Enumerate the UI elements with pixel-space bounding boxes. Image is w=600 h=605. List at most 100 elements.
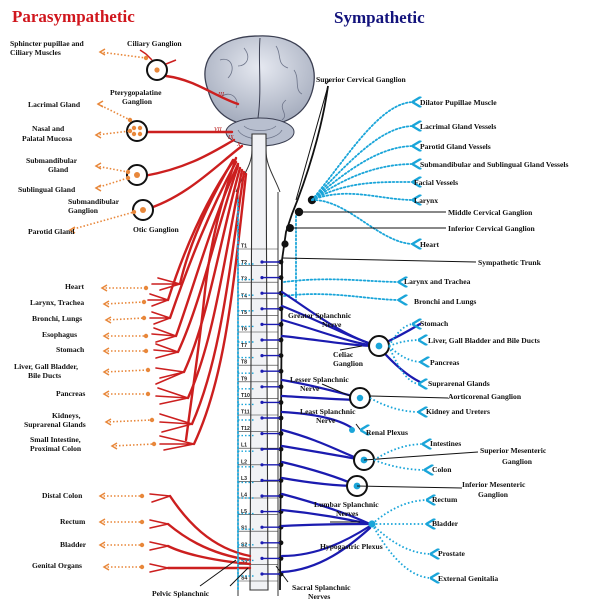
label-submandibular-ganglion-2: Ganglion bbox=[68, 206, 99, 215]
label-least-splanchnic-1: Least Splanchnic bbox=[300, 407, 356, 416]
label-inferior-cervical: Inferior Cervical Ganglion bbox=[448, 224, 536, 233]
target-arrow-head bbox=[98, 541, 106, 549]
target-arrow-head bbox=[98, 492, 106, 500]
spinal-segment-label: T9 bbox=[241, 376, 247, 382]
target-arrow-head bbox=[102, 347, 110, 355]
label-bronchi: Bronchi, Lungs bbox=[32, 314, 82, 323]
cranial-nerve-x: X bbox=[236, 142, 241, 148]
dotted-branch bbox=[311, 146, 414, 201]
label-parotid: Parotid Gland bbox=[28, 227, 75, 236]
chain-ganglion bbox=[278, 306, 284, 312]
chain-ganglion bbox=[278, 462, 284, 468]
cranial-nerve-iii: III bbox=[217, 92, 225, 98]
target-arrow-head bbox=[98, 518, 106, 526]
sympathetic-dotted-branches bbox=[237, 102, 414, 591]
chain-ganglion bbox=[278, 540, 284, 546]
ramus-node bbox=[260, 291, 264, 295]
target-arrow-head bbox=[100, 284, 108, 292]
label-pancreas-sym: Pancreas bbox=[430, 358, 459, 367]
parasympathetic-nerves bbox=[138, 74, 252, 570]
label-sphincter-1: Sphincter pupillae and bbox=[10, 39, 84, 48]
label-least-splanchnic-2: Nerve bbox=[316, 416, 336, 425]
target-arrow-line bbox=[105, 317, 145, 321]
parasympathetic-labels: Sphincter pupillae and Ciliary Muscles C… bbox=[10, 39, 210, 598]
pterygopalatine-ganglion bbox=[126, 120, 148, 142]
target-arrow-line bbox=[103, 369, 149, 373]
label-celiac-2: Ganglion bbox=[333, 359, 364, 368]
renal-plexus bbox=[349, 427, 355, 433]
sympathetic-labels: Superior Cervical Ganglion Dilator Pupil… bbox=[288, 75, 568, 601]
spinal-segment-labels: T1T2T3T4T5T6T7T8T9T10T11T12L1L2L3L4L5S1S… bbox=[241, 244, 250, 582]
label-sympathetic-trunk: Sympathetic Trunk bbox=[478, 258, 542, 267]
label-kidney: Kidney and Ureters bbox=[426, 407, 490, 416]
target-arrow-source bbox=[127, 117, 133, 123]
label-esophagus: Esophagus bbox=[42, 330, 77, 339]
label-lesser-splanchnic-2: Nerve bbox=[300, 384, 320, 393]
target-arrow-line bbox=[111, 443, 155, 447]
label-small-intestine-2: Proximal Colon bbox=[30, 444, 82, 453]
parasympathetic-title: Parasympathetic bbox=[12, 7, 135, 26]
ramus-node bbox=[260, 447, 264, 451]
target-arrow-source bbox=[139, 519, 145, 525]
label-superior-mesenteric-1: Superior Mesenteric bbox=[480, 446, 547, 455]
sympathetic-title: Sympathetic bbox=[334, 8, 425, 27]
dotted-branch bbox=[311, 199, 414, 244]
ramus-node bbox=[260, 385, 264, 389]
chain-ganglion bbox=[278, 275, 284, 280]
label-colon: Colon bbox=[432, 465, 452, 474]
chain-ganglion bbox=[278, 400, 284, 405]
spinal-segment-label: L2 bbox=[241, 459, 247, 465]
label-external-genitalia: External Genitalia bbox=[438, 574, 498, 583]
submandibular-ganglion bbox=[126, 164, 148, 186]
label-nasal-2: Palatal Mucosa bbox=[22, 134, 72, 143]
target-arrow-source bbox=[125, 169, 131, 175]
target-arrow-head bbox=[102, 368, 110, 376]
label-greater-splanchnic-1: Greater Splanchnic bbox=[288, 311, 352, 320]
label-stomach: Stomach bbox=[56, 345, 85, 354]
aorticorenal-ganglion bbox=[349, 387, 371, 409]
label-bladder: Bladder bbox=[60, 540, 87, 549]
target-arrow-line bbox=[99, 51, 147, 59]
label-lacrimal-gland: Lacrimal Gland bbox=[28, 100, 81, 109]
brain bbox=[204, 35, 315, 147]
target-arrow-source bbox=[143, 55, 149, 61]
cranial-nerve-vii: VII bbox=[214, 127, 223, 133]
target-arrow-head bbox=[94, 131, 102, 139]
label-sacral-splanchnic-2: Nerves bbox=[308, 592, 330, 600]
label-submandibular-vessels: Submandibular and Sublingual Gland Vesse… bbox=[420, 160, 568, 169]
target-arrow-head bbox=[104, 418, 112, 426]
spinal-segment-label: T8 bbox=[241, 360, 247, 366]
target-arrow-source bbox=[143, 333, 149, 339]
ramus-node bbox=[260, 322, 264, 326]
target-arrow-head bbox=[102, 332, 110, 340]
label-small-intestine-1: Small Intestine, bbox=[30, 435, 81, 444]
target-arrow-head bbox=[98, 48, 106, 56]
target-arrow-line bbox=[105, 419, 153, 423]
label-pelvic-splanchnic: Pelvic Splanchnic bbox=[152, 589, 210, 598]
label-lumbar-splanchnic-2: Nerves bbox=[336, 509, 358, 518]
label-lesser-splanchnic-1: Lesser Splanchnic bbox=[290, 375, 349, 384]
dotted-branch bbox=[311, 182, 414, 201]
target-arrow-line bbox=[103, 301, 145, 305]
spinal-segment-label: T11 bbox=[241, 410, 250, 416]
label-prostate: Prostate bbox=[438, 549, 465, 558]
ramus-node bbox=[260, 260, 264, 264]
target-arrow-source bbox=[141, 299, 147, 305]
spinal-segment-label: S1 bbox=[241, 526, 247, 532]
ramus-node bbox=[260, 463, 264, 467]
spinal-segment-label: S3 bbox=[241, 559, 247, 565]
label-kidneys-2: Suprarenal Glands bbox=[24, 420, 86, 429]
ramus-node bbox=[260, 572, 264, 576]
chain-ganglion bbox=[278, 353, 284, 358]
ciliary-ganglion bbox=[139, 49, 177, 81]
spinal-segment-label: S4 bbox=[241, 576, 247, 582]
target-arrow-source bbox=[139, 493, 145, 499]
target-arrow-source bbox=[131, 209, 137, 215]
target-arrow-source bbox=[143, 348, 149, 354]
chain-ganglion bbox=[278, 322, 284, 327]
target-arrow-head bbox=[102, 563, 110, 571]
ramus-node bbox=[260, 494, 264, 498]
ramus-node bbox=[260, 276, 264, 280]
